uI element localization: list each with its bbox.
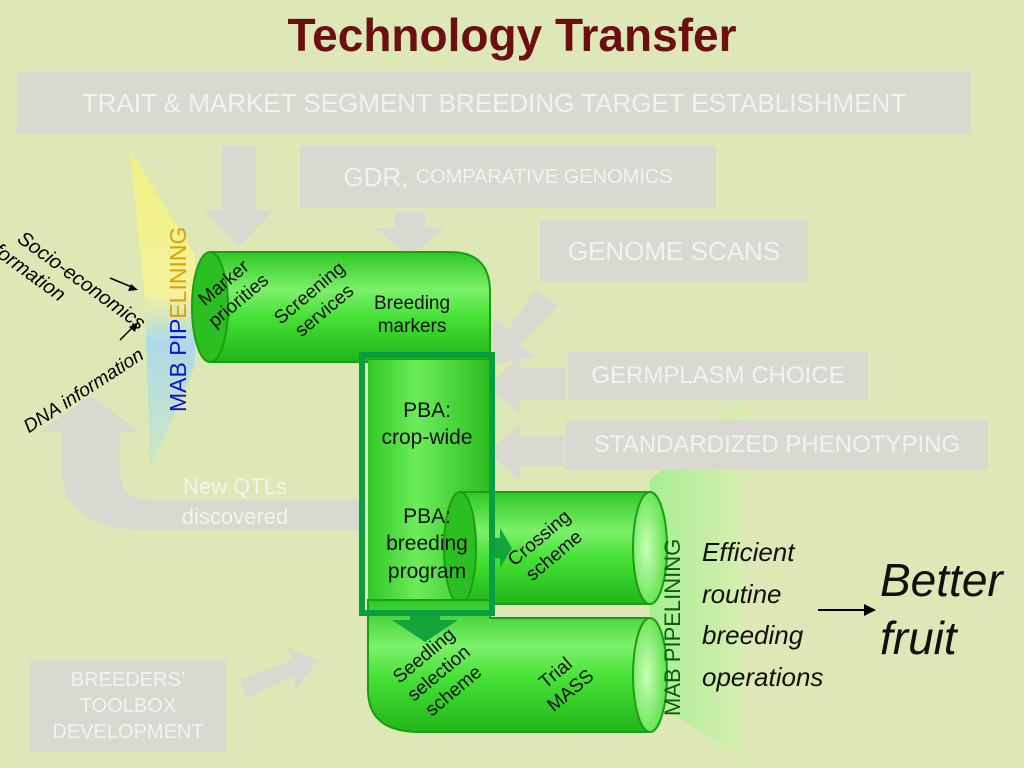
mab-left-part2: ELINING: [165, 226, 191, 319]
efficient-line-1: Efficient: [702, 537, 795, 567]
mab-input-wedge: [130, 150, 195, 470]
breeding-markers-line-2: markers: [377, 315, 447, 337]
toolbox-box: BREEDERS’ TOOLBOX DEVELOPMENT: [30, 660, 226, 752]
feedback-loop-arrow: [62, 430, 360, 530]
genome-scans-box: GENOME SCANS: [540, 220, 808, 282]
gdr-sub-label: COMPARATIVE GENOMICS: [415, 165, 673, 188]
efficient-line-3: breeding: [702, 620, 804, 651]
mab-left-part1: MAB PIP: [165, 318, 191, 412]
phenotyping-box: STANDARDIZED PHENOTYPING: [566, 420, 988, 470]
gdr-label: GDR,: [343, 161, 409, 192]
feedback-arrow-head: [40, 395, 140, 432]
output-beam: [650, 400, 745, 760]
left-arrow-germplasm: [488, 356, 565, 414]
pba2-line-1: PBA:: [403, 505, 451, 528]
better-line-1: Better: [880, 554, 1003, 606]
breeding-markers-label: Breeding markers: [374, 293, 450, 339]
better-line-2: fruit: [880, 611, 957, 664]
breeding-markers-line-1: Breeding: [374, 293, 451, 314]
pba1-line-2: crop-wide: [381, 426, 473, 450]
new-qtls-line-1: New QTLs: [183, 474, 287, 499]
efficient-line-4: operations: [702, 661, 824, 692]
pba-breeding-program-label: PBA: breeding program: [366, 503, 488, 585]
diag-arrow-genome: [488, 290, 558, 365]
crossing-arrow: [492, 528, 512, 568]
efficient-operations-label: Efficient routine breeding operations: [702, 532, 823, 698]
pipe-down-arrow: [392, 612, 458, 642]
toolbox-line-2: TOOLBOX: [79, 695, 177, 717]
gdr-box: GDR, COMPARATIVE GENOMICS: [300, 146, 716, 208]
down-arrow-2: [375, 212, 445, 256]
pba-crop-wide-label: PBA: crop-wide: [366, 397, 488, 452]
trait-market-box: TRAIT & MARKET SEGMENT BREEDING TARGET E…: [17, 72, 971, 134]
pba-frame: [359, 352, 495, 616]
toolbox-arrow: [240, 648, 318, 698]
pba2-line-2: breeding: [386, 532, 468, 556]
better-fruit-label: Better fruit: [880, 552, 1003, 667]
mab-pipelining-right: MAB PIPELINING: [660, 538, 685, 716]
mab-pipelining-left: MAB PIPELINING: [165, 227, 193, 412]
left-arrow-pheno: [488, 424, 565, 480]
pba2-line-3: program: [387, 559, 467, 583]
new-qtls-line-2: discovered: [181, 503, 289, 529]
pba1-line-1: PBA:: [403, 399, 451, 422]
toolbox-line-3: DEVELOPMENT: [52, 721, 204, 743]
slide-title: Technology Transfer: [287, 9, 737, 61]
germplasm-box: GERMPLASM CHOICE: [568, 352, 868, 400]
toolbox-line-1: BREEDERS’: [70, 669, 186, 691]
new-qtls-label: New QTLs discovered: [150, 472, 320, 531]
down-arrow-1: [204, 146, 274, 246]
efficient-line-2: routine: [702, 578, 782, 609]
